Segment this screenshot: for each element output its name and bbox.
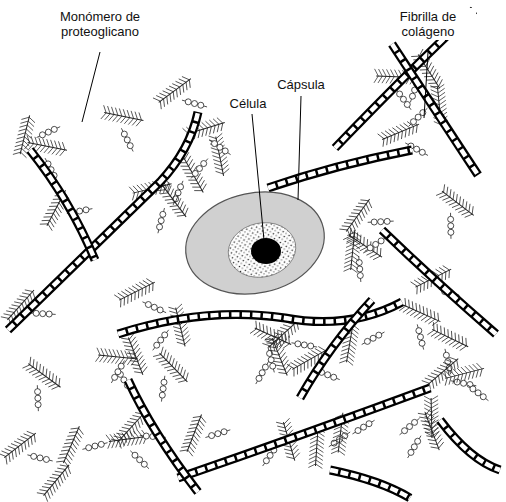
proteoglycan-monomer bbox=[424, 396, 439, 438]
hyaluronan-chain bbox=[37, 126, 61, 137]
cell bbox=[176, 180, 334, 307]
proteoglycan-monomer bbox=[399, 298, 443, 328]
leader-line bbox=[298, 96, 301, 200]
collagen-fibril bbox=[330, 470, 410, 498]
hyaluronan-chain bbox=[191, 159, 208, 179]
leader-line bbox=[82, 52, 100, 122]
collagen-fibril-core bbox=[178, 388, 430, 478]
collagen-fibril-core bbox=[300, 300, 372, 398]
collagen-fibril bbox=[268, 150, 412, 188]
proteoglycan-monomer bbox=[114, 276, 158, 307]
cell-body bbox=[223, 217, 301, 284]
hyaluronan-chain bbox=[142, 302, 166, 313]
collagen-fibril bbox=[178, 388, 430, 478]
proteoglycan-monomer bbox=[339, 195, 375, 237]
proteoglycan-monomer bbox=[442, 362, 486, 386]
part-label: Célula bbox=[227, 95, 270, 112]
proteoglycan-monomer bbox=[208, 133, 230, 177]
capsule-shape bbox=[176, 180, 334, 307]
collagen-fibril-core bbox=[128, 380, 198, 492]
collagen-fibril-core bbox=[330, 470, 410, 498]
proteoglycan-monomer bbox=[378, 118, 422, 147]
hyaluronan-chain bbox=[468, 385, 489, 401]
collagen-fibril-core bbox=[440, 420, 500, 470]
part-label: Fibrilla de colágeno bbox=[380, 8, 476, 40]
hyaluronan-chain bbox=[408, 436, 421, 458]
collagen-fibril-core bbox=[8, 112, 198, 330]
collagen-fibril-core bbox=[382, 230, 496, 334]
part-label: Monómero de proteoglicano bbox=[37, 8, 163, 40]
proteoglycan-monomer bbox=[427, 322, 471, 353]
hyaluronan-chain bbox=[396, 89, 411, 110]
nucleus bbox=[251, 238, 281, 264]
hyaluronan-chain bbox=[416, 324, 425, 349]
collagen-fibril bbox=[440, 420, 500, 470]
part-label: Cápsula bbox=[274, 76, 328, 93]
collagen-fibril bbox=[382, 230, 496, 334]
proteoglycan-monomer bbox=[121, 333, 149, 377]
hyaluronan-chain bbox=[400, 418, 420, 435]
hyaluronan-chain bbox=[27, 453, 52, 462]
proteoglycan-monomer bbox=[153, 73, 195, 109]
collagen-fibril bbox=[8, 112, 198, 330]
proteoglycan-monomer bbox=[344, 230, 362, 273]
hyaluronan-chain bbox=[368, 218, 394, 225]
hyaluronan-chain bbox=[362, 332, 385, 344]
hyaluronan-chain bbox=[182, 99, 207, 108]
collagen-fibril-core bbox=[30, 150, 95, 260]
proteoglycan-monomer bbox=[180, 412, 208, 456]
hyaluronan-chain bbox=[121, 128, 133, 151]
proteoglycan-monomer bbox=[101, 105, 145, 127]
hyaluronan-chain bbox=[365, 237, 387, 251]
proteoglycan-layer bbox=[0, 49, 488, 502]
hyaluronan-chain bbox=[291, 341, 317, 349]
hyaluronan-chain bbox=[205, 429, 230, 439]
collagen-fibril-core bbox=[268, 150, 412, 188]
hyaluronan-chain bbox=[82, 441, 107, 450]
hyaluronan-chain bbox=[256, 361, 269, 384]
collagen-fibril bbox=[300, 300, 372, 398]
hyaluronan-chain bbox=[157, 208, 166, 233]
proteoglycan-monomer bbox=[265, 334, 294, 378]
leader-lines bbox=[82, 52, 428, 240]
collagen-fibril bbox=[30, 150, 95, 260]
proteoglycan-monomer bbox=[0, 428, 40, 465]
collagen-fibril bbox=[128, 380, 198, 492]
leader-line bbox=[252, 114, 264, 240]
proteoglycan-monomer bbox=[250, 321, 294, 351]
proteoglycan-monomer bbox=[168, 304, 191, 348]
hyaluronan-chain bbox=[35, 385, 42, 411]
hyaluronan-chain bbox=[130, 451, 149, 469]
proteoglycan-monomer bbox=[436, 184, 478, 221]
proteoglycan-monomer bbox=[56, 423, 86, 467]
hyaluronan-chain bbox=[352, 420, 374, 434]
proteoglycan-monomer bbox=[153, 347, 192, 387]
collagen-layer bbox=[8, 10, 500, 498]
leader-line bbox=[424, 52, 428, 118]
proteoglycan-monomer bbox=[22, 357, 64, 393]
proteoglycan-monomer bbox=[106, 429, 149, 448]
hyaluronan-chain bbox=[153, 330, 169, 351]
hyaluronan-chain bbox=[209, 140, 230, 155]
hyaluronan-chain bbox=[159, 376, 167, 402]
hyaluronan-chain bbox=[111, 361, 124, 383]
proteoglycan-monomer bbox=[96, 348, 139, 366]
hyaluronan-chain bbox=[448, 213, 454, 239]
proteoglycan-monomer bbox=[37, 460, 75, 501]
